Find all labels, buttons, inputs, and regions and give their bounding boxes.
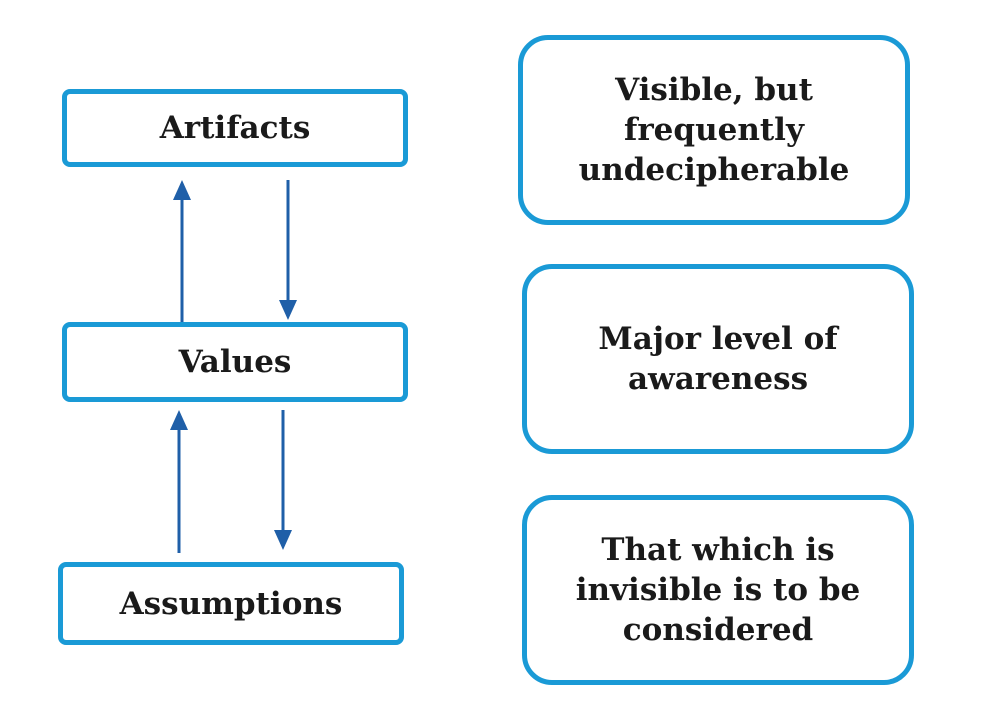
artifacts-label: Artifacts <box>159 110 311 146</box>
values-box: Values <box>62 322 408 402</box>
values-description-box: Major level of awareness <box>522 264 914 454</box>
assumptions-description-box: That which is invisible is to be conside… <box>522 495 914 685</box>
arrow-values-to-assumptions <box>274 410 292 550</box>
values-description: Major level of awareness <box>598 321 838 397</box>
arrow-assumptions-to-values <box>170 410 188 553</box>
artifacts-box: Artifacts <box>62 89 408 167</box>
arrow-artifacts-to-values <box>279 180 297 320</box>
assumptions-box: Assumptions <box>58 562 404 645</box>
values-label: Values <box>178 344 292 380</box>
artifacts-description: Visible, but frequently undecipherable <box>578 72 850 188</box>
assumptions-description: That which is invisible is to be conside… <box>575 532 861 648</box>
assumptions-label: Assumptions <box>119 585 343 622</box>
artifacts-description-box: Visible, but frequently undecipherable <box>518 35 910 225</box>
arrow-values-to-artifacts <box>173 180 191 322</box>
